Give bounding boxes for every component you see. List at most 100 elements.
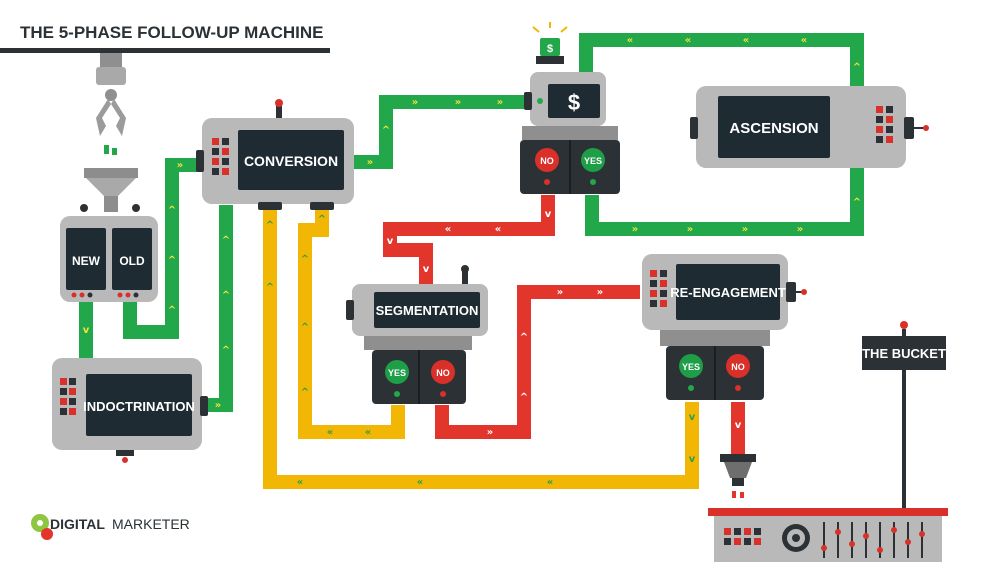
nozzle-rim	[720, 454, 756, 462]
gear-hub	[792, 534, 800, 542]
chevron-left: «	[445, 224, 451, 235]
chevron-left: «	[547, 477, 553, 488]
chevron-down: v	[545, 209, 552, 220]
title-underline	[0, 48, 330, 53]
panel-light	[60, 388, 67, 395]
slider-knob	[919, 531, 925, 537]
siren-dollar-sign: $	[547, 43, 553, 55]
indicator-light	[79, 292, 85, 298]
money-machine: $ $ NO YES	[520, 22, 620, 194]
slider-knob	[905, 539, 911, 545]
panel-light	[212, 138, 219, 145]
panel-light	[222, 148, 229, 155]
side-port	[904, 117, 914, 139]
panel-light	[69, 378, 76, 385]
green-pipe-old-to-conversion	[123, 158, 206, 339]
panel-light	[886, 136, 893, 143]
conversion-label: CONVERSION	[244, 153, 338, 169]
money-no-label: NO	[540, 156, 554, 166]
siren-dollar-icon	[540, 38, 560, 56]
segmentation-yes-label: YES	[388, 368, 406, 378]
chevron-up: ^	[266, 220, 274, 231]
red-pipe-money-no-to-segmentation	[383, 195, 555, 285]
chevron-left: «	[743, 35, 749, 46]
chevron-left: «	[327, 427, 333, 438]
reengagement-yes-button	[679, 354, 703, 378]
chevron-up: ^	[168, 255, 176, 266]
panel-light	[754, 538, 761, 545]
siren-base	[536, 56, 564, 64]
panel-light	[650, 300, 657, 307]
chevron-right: »	[215, 400, 221, 411]
panel-light	[650, 270, 657, 277]
reengagement-screen	[676, 264, 780, 320]
panel-light	[886, 116, 893, 123]
bucket-body	[714, 516, 942, 562]
panel-light	[744, 528, 751, 535]
claw-left-finger	[96, 99, 111, 136]
bucket-machine	[708, 508, 948, 562]
indicator-light	[133, 292, 139, 298]
chevron-right: »	[497, 97, 503, 108]
chevron-right: »	[177, 160, 183, 171]
indicator-light	[125, 292, 131, 298]
drop-green	[112, 148, 117, 155]
machine-collar	[522, 126, 618, 140]
antenna	[276, 104, 282, 118]
green-pipe-conversion-to-money	[352, 95, 528, 169]
chevron-up: ^	[222, 235, 230, 246]
funnel-spout	[104, 196, 118, 212]
chevron-down: v	[423, 264, 430, 275]
light-ray	[560, 26, 568, 33]
drop-green	[104, 145, 109, 154]
green-pipe-indoctrination-to-conversion	[206, 205, 233, 412]
chevron-up: ^	[168, 305, 176, 316]
new-screen	[66, 228, 106, 290]
panel-light	[60, 398, 67, 405]
reengagement-no-button	[726, 354, 750, 378]
chevron-up: ^	[301, 387, 309, 398]
indoctrination-machine: INDOCTRINATION	[52, 358, 208, 463]
light-ray	[532, 26, 540, 33]
sign-pole	[902, 329, 906, 509]
chevron-up: ^	[168, 205, 176, 216]
panel-light	[212, 168, 219, 175]
segmentation-machine: SEGMENTATION YES NO	[346, 265, 488, 404]
panel-light	[744, 538, 751, 545]
drop-red	[740, 492, 744, 498]
slider-knob	[877, 547, 883, 553]
slider-knob	[849, 541, 855, 547]
indicator-light	[394, 391, 400, 397]
chevron-left: «	[297, 477, 303, 488]
side-port	[346, 300, 354, 320]
yellow-pipe-to-reengagement-yes	[263, 205, 699, 489]
ascension-screen	[718, 96, 830, 158]
indicator-light	[87, 292, 93, 298]
claw-right-finger	[111, 99, 126, 136]
chevron-up: ^	[301, 322, 309, 333]
nozzle-tip	[732, 478, 744, 486]
side-port	[200, 396, 208, 416]
segmentation-no-label: NO	[436, 368, 450, 378]
panel-light	[660, 280, 667, 287]
chevron-up: ^	[222, 345, 230, 356]
funnel-rim	[84, 168, 138, 178]
yellow-pipe-to-segmentation-yes	[298, 205, 405, 439]
flow-chevrons: » ^ ^ ^ v ^ ^ ^ » » ^ » » » « « « « ^ ^ …	[83, 35, 861, 488]
funnel-cone	[86, 178, 136, 196]
chevron-right: »	[797, 224, 803, 235]
slider-knob	[863, 533, 869, 539]
indicator-light	[122, 457, 128, 463]
chevron-up: ^	[520, 332, 528, 343]
chevron-up: ^	[382, 125, 390, 136]
side-port	[690, 117, 698, 139]
panel-light	[69, 388, 76, 395]
segmentation-screen	[374, 292, 480, 328]
chevron-down: v	[83, 325, 90, 336]
chevron-up: ^	[853, 62, 861, 73]
drop-red	[732, 491, 736, 498]
panel-light	[734, 528, 741, 535]
money-no-button	[535, 148, 559, 172]
panel-light	[754, 528, 761, 535]
outlet-port	[258, 202, 282, 210]
